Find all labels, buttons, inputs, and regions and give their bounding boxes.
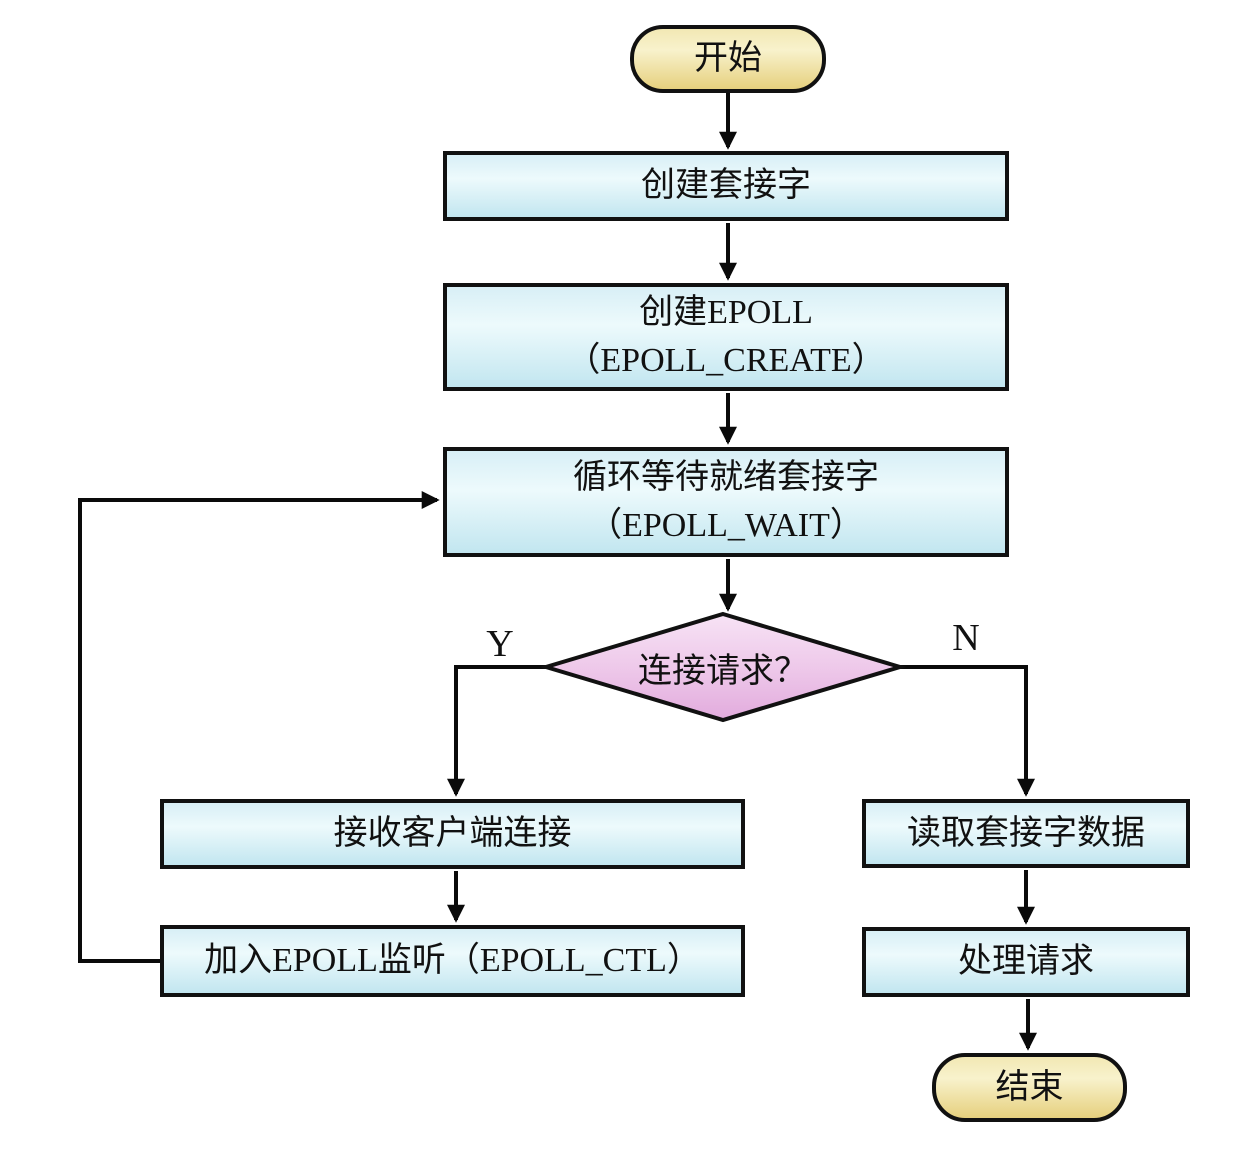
node-end-label: 结束 [995, 1068, 1064, 1106]
branch-label-no: N [952, 617, 980, 659]
node-start-label: 开始 [694, 40, 762, 77]
node-end: 结束 [932, 1053, 1127, 1122]
node-read-socket: 读取套接字数据 [862, 799, 1190, 868]
node-start: 开始 [630, 25, 826, 93]
node-epoll-ctl: 加入EPOLL监听（EPOLL_CTL） [160, 925, 745, 997]
node-accept-conn: 接收客户端连接 [160, 799, 745, 869]
connector-decision-no-to-read [898, 665, 1035, 797]
node-create-epoll: 创建EPOLL （EPOLL_CREATE） [443, 283, 1009, 391]
connector-decision-yes-to-accept [447, 665, 548, 797]
node-epoll-wait-line1: 循环等待就绪套接字 [573, 459, 879, 496]
node-create-epoll-line2: （EPOLL_CREATE） [566, 342, 886, 379]
node-handle-request: 处理请求 [862, 927, 1190, 997]
node-decision-label: 连接请求？ [638, 652, 808, 690]
node-create-epoll-line1: 创建EPOLL [639, 294, 813, 331]
node-create-socket: 创建套接字 [443, 151, 1009, 221]
node-create-socket-label: 创建套接字 [641, 167, 811, 204]
connector-epoll-ctl-loop-to-epoll-wait [78, 491, 440, 963]
node-handle-request-label: 处理请求 [958, 943, 1094, 980]
decision-diamond-shape [539, 611, 907, 723]
node-epoll-ctl-label: 加入EPOLL监听（EPOLL_CTL） [204, 942, 701, 979]
branch-label-yes: Y [486, 623, 514, 665]
node-read-socket-label: 读取套接字数据 [907, 814, 1145, 852]
node-accept-conn-label: 接收客户端连接 [333, 815, 572, 852]
node-epoll-wait: 循环等待就绪套接字 （EPOLL_WAIT） [443, 447, 1009, 557]
node-epoll-wait-line2: （EPOLL_WAIT） [588, 507, 864, 544]
